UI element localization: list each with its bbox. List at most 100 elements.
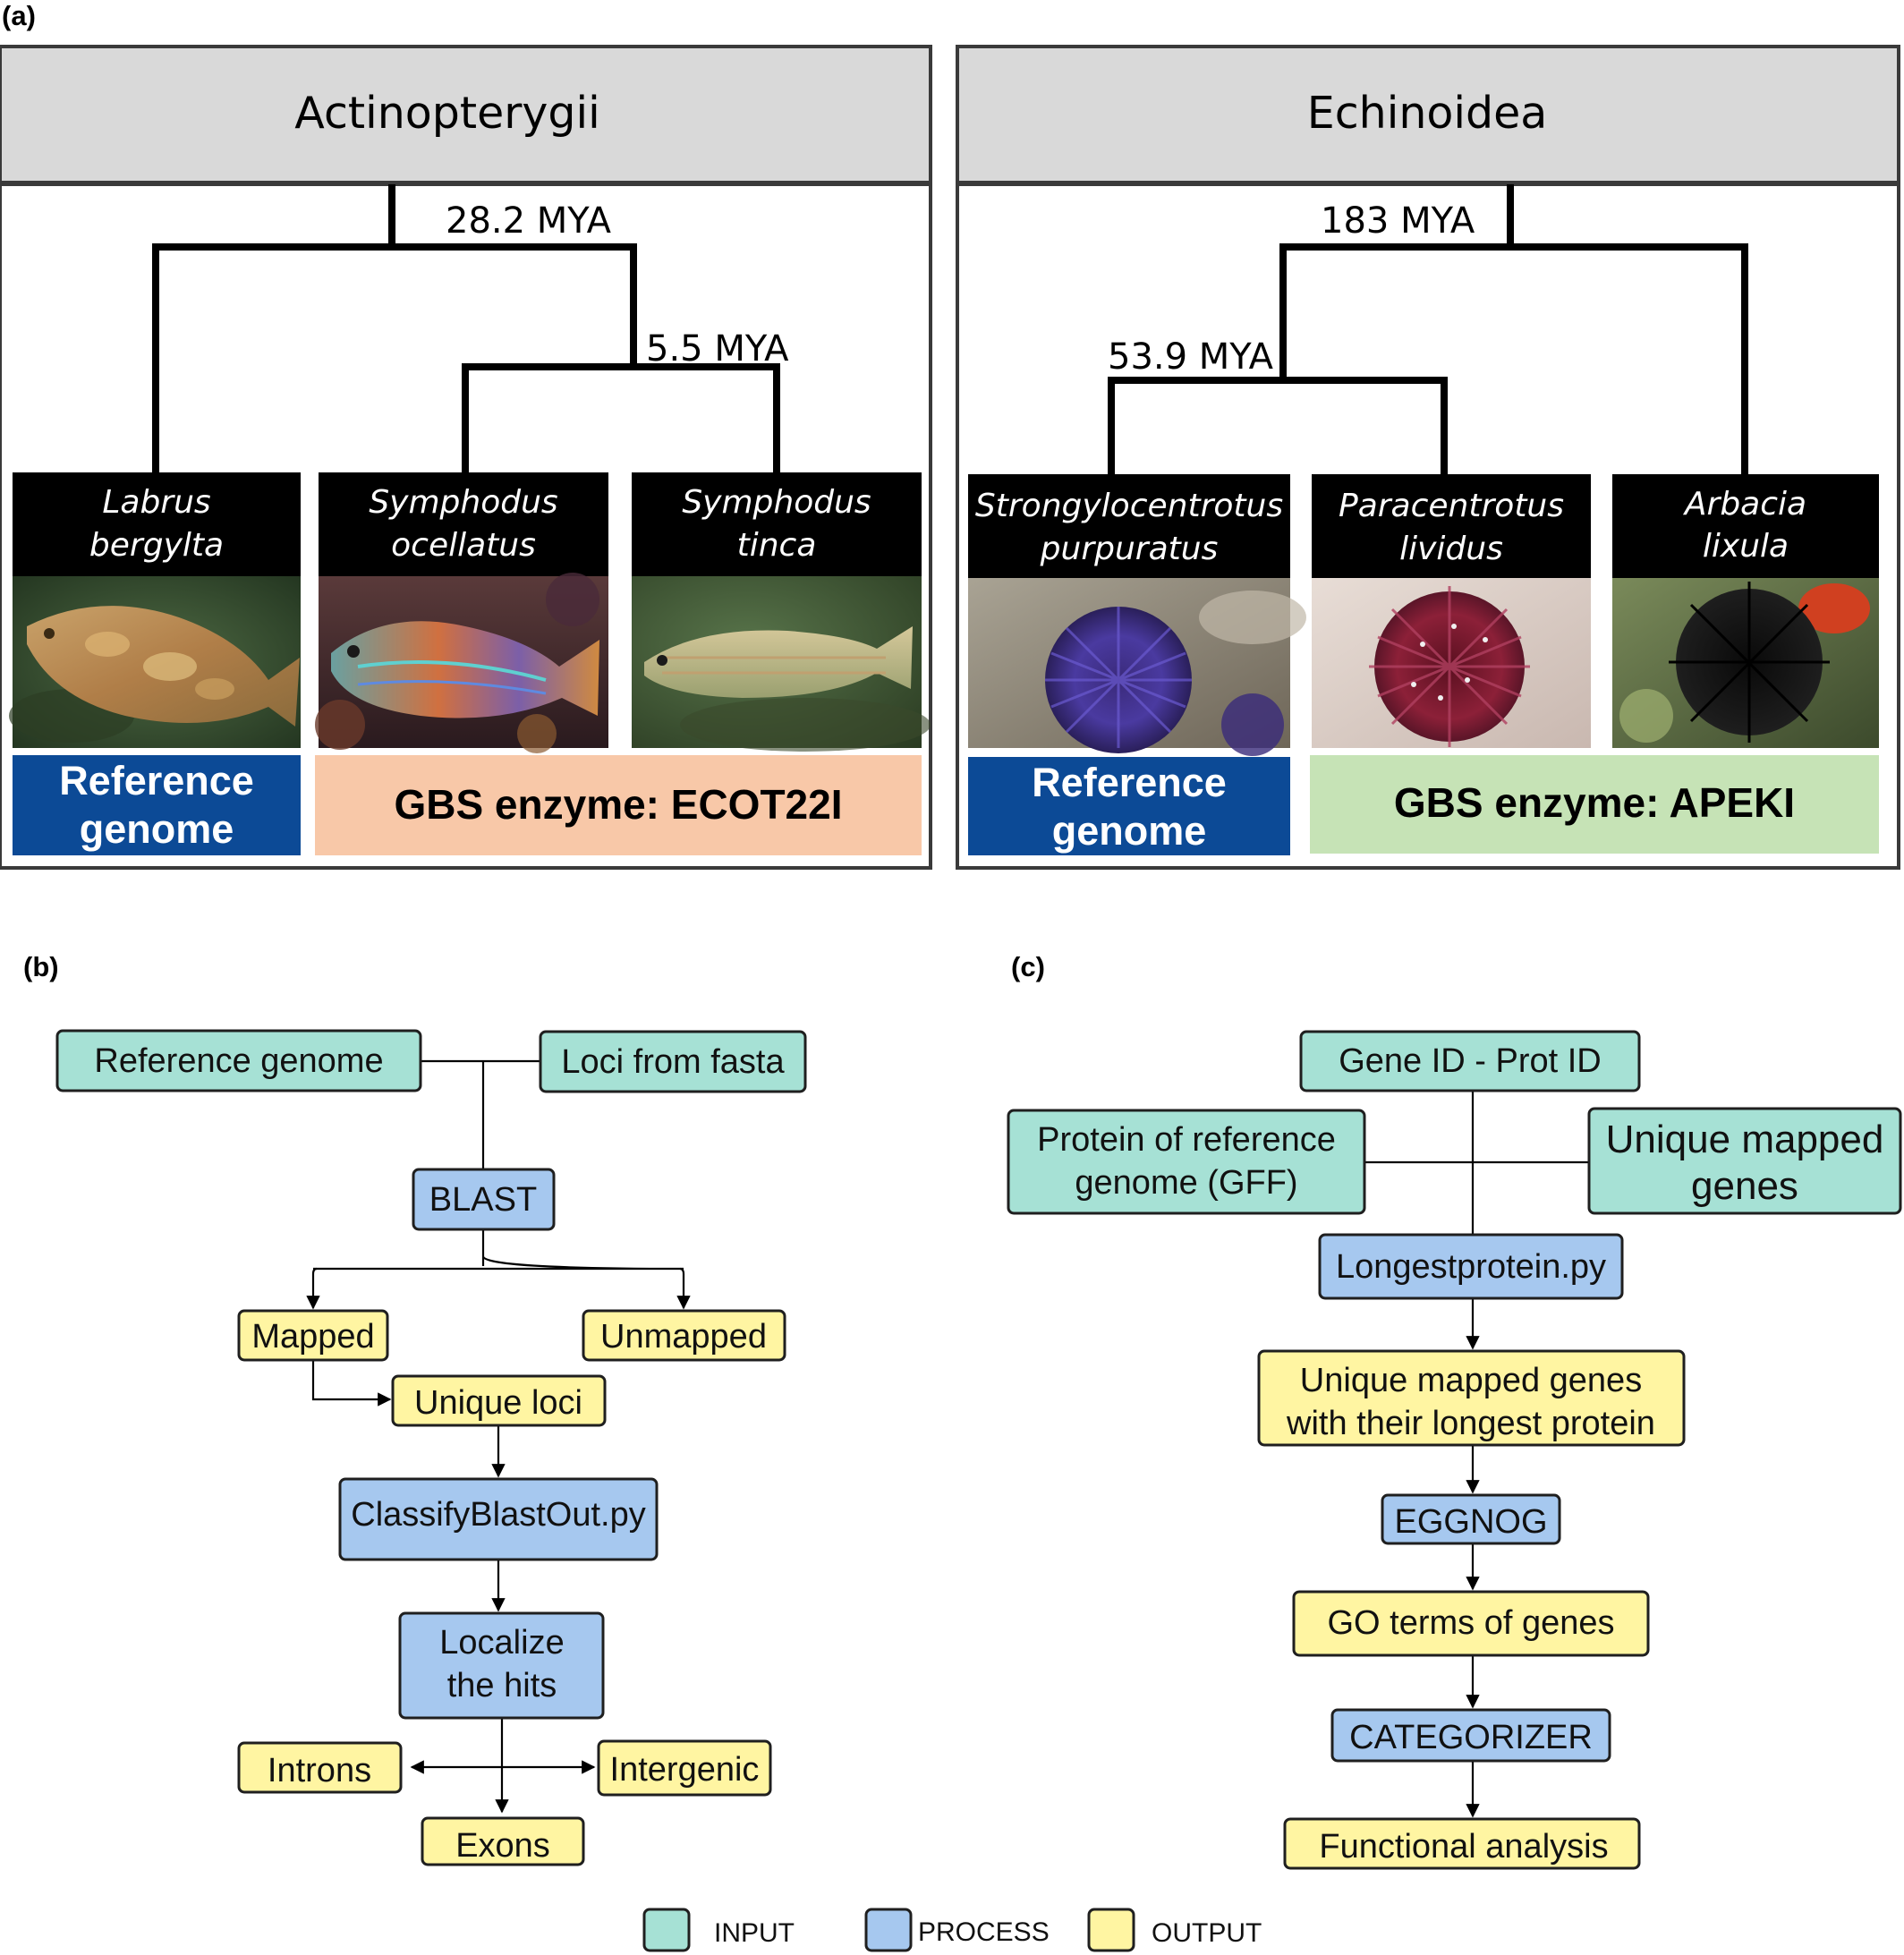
species-name: Strongylocentrotus bbox=[975, 488, 1283, 524]
reference-genome-label: genome bbox=[1052, 808, 1207, 854]
echinoidea-header bbox=[956, 45, 1900, 184]
introns-output bbox=[237, 1741, 403, 1794]
connector bbox=[313, 1229, 684, 1271]
panel-a-actinopterygii: Actinopterygii 28.2 MYA 5.5 MYA Labrus b… bbox=[0, 45, 932, 870]
blast-process bbox=[412, 1168, 556, 1231]
species-name: Labrus bbox=[102, 484, 210, 521]
panel-b-flowchart: Reference genome Loci from fasta BLAST M… bbox=[55, 1029, 807, 1866]
node-label-53-9: 53.9 MYA bbox=[1108, 336, 1274, 378]
longestprotein-process bbox=[1318, 1233, 1624, 1300]
node-text: EGGNOG bbox=[1394, 1503, 1547, 1541]
node-text: with their longest protein bbox=[1286, 1405, 1655, 1442]
node-text: ClassifyBlastOut.py bbox=[351, 1496, 645, 1534]
actinopterygii-title: Actinopterygii bbox=[294, 88, 599, 139]
echinoidea-tree bbox=[1108, 184, 1748, 478]
reference-genome-label: Reference bbox=[1032, 760, 1227, 805]
legend: INPUT PROCESS OUTPUT bbox=[642, 1908, 1262, 1952]
actinopterygii-header bbox=[0, 45, 932, 184]
mapped-output bbox=[237, 1309, 389, 1362]
node-label-28-2: 28.2 MYA bbox=[446, 200, 612, 242]
node-text: Localize bbox=[439, 1624, 564, 1662]
node-text: CATEGORIZER bbox=[1349, 1719, 1593, 1756]
node-text: Loci from fasta bbox=[561, 1043, 785, 1081]
functional-analysis-output bbox=[1283, 1817, 1641, 1870]
species-label-box bbox=[968, 474, 1290, 578]
node-text: genome (GFF) bbox=[1075, 1164, 1297, 1202]
node-text: GO terms of genes bbox=[1327, 1604, 1614, 1642]
classifyblastout-process bbox=[338, 1477, 659, 1561]
reference-genome-box bbox=[13, 755, 301, 855]
localize-hits-process bbox=[398, 1611, 605, 1720]
node-text: Reference genome bbox=[94, 1042, 383, 1080]
node-text: Unique loci bbox=[414, 1384, 582, 1422]
arrow bbox=[311, 1360, 392, 1407]
protein-reference-input bbox=[1007, 1109, 1366, 1215]
species-label-box bbox=[13, 472, 301, 576]
node-text: Intergenic bbox=[610, 1751, 760, 1789]
reference-genome-box bbox=[968, 757, 1290, 855]
panel-b-label: (b) bbox=[23, 951, 59, 982]
species-name: purpuratus bbox=[1040, 531, 1219, 567]
gene-id-prot-id-input bbox=[1299, 1030, 1641, 1092]
species-label-box bbox=[319, 472, 608, 576]
unique-loci-output bbox=[391, 1374, 607, 1427]
reference-genome-label: Reference bbox=[59, 758, 254, 803]
node-text: Unmapped bbox=[600, 1318, 767, 1356]
actinopterygii-tree bbox=[152, 184, 780, 478]
loci-from-fasta-input bbox=[539, 1030, 807, 1093]
species-name: tinca bbox=[737, 527, 817, 564]
node-text: Longestprotein.py bbox=[1336, 1248, 1606, 1286]
sea-urchin-photo bbox=[1312, 578, 1591, 748]
node-text: Exons bbox=[455, 1827, 550, 1865]
legend-input-swatch bbox=[642, 1908, 691, 1952]
node-text: BLAST bbox=[429, 1181, 537, 1219]
node-text: genes bbox=[1691, 1164, 1798, 1208]
gbs-enzyme-box bbox=[1310, 755, 1879, 854]
go-terms-output bbox=[1292, 1590, 1650, 1657]
reference-genome-input bbox=[55, 1029, 422, 1092]
sea-urchin-photo bbox=[1612, 578, 1879, 748]
species-name: Paracentrotus bbox=[1339, 488, 1564, 524]
panel-c-flowchart: Gene ID - Prot ID Protein of reference g… bbox=[1007, 1030, 1902, 1870]
arrow bbox=[676, 1267, 691, 1310]
species-name: Symphodus bbox=[682, 484, 871, 521]
node-text: Protein of reference bbox=[1037, 1121, 1336, 1159]
unique-longest-protein-output bbox=[1257, 1349, 1686, 1447]
sea-urchin-photo bbox=[968, 578, 1306, 756]
exons-output bbox=[421, 1816, 585, 1866]
species-name: Arbacia bbox=[1683, 486, 1806, 523]
fish-photo bbox=[9, 576, 301, 748]
gbs-enzyme-label: GBS enzyme: APEKI bbox=[1394, 779, 1795, 826]
legend-process-swatch bbox=[864, 1908, 913, 1952]
fish-photo bbox=[315, 573, 608, 753]
species-label-box bbox=[1612, 474, 1879, 578]
eggnog-process bbox=[1381, 1493, 1561, 1545]
node-text: the hits bbox=[447, 1667, 557, 1704]
legend-output-swatch bbox=[1087, 1908, 1135, 1952]
unique-mapped-genes-input bbox=[1587, 1107, 1902, 1215]
node-label-5-5: 5.5 MYA bbox=[646, 328, 789, 370]
node-label-183: 183 MYA bbox=[1321, 200, 1475, 242]
species-name: lixula bbox=[1703, 528, 1789, 565]
gbs-enzyme-label: GBS enzyme: ECOT22I bbox=[394, 781, 842, 828]
species-name: Symphodus bbox=[369, 484, 557, 521]
unmapped-output bbox=[582, 1309, 786, 1362]
connector bbox=[421, 1059, 540, 1169]
panel-c-label: (c) bbox=[1011, 951, 1045, 982]
node-text: Gene ID - Prot ID bbox=[1339, 1042, 1602, 1080]
species-label-box bbox=[1312, 474, 1591, 578]
node-text: Functional analysis bbox=[1319, 1828, 1608, 1866]
species-label-box bbox=[632, 472, 922, 576]
node-text: Unique mapped bbox=[1606, 1118, 1884, 1161]
panel-a-label: (a) bbox=[2, 0, 36, 31]
node-text: Introns bbox=[268, 1752, 371, 1789]
reference-genome-label: genome bbox=[80, 806, 234, 852]
species-name: lividus bbox=[1399, 531, 1503, 567]
legend-input-label: INPUT bbox=[714, 1918, 795, 1948]
fish-photo bbox=[632, 576, 931, 752]
actinopterygii-frame bbox=[0, 183, 932, 870]
echinoidea-title: Echinoidea bbox=[1307, 88, 1548, 139]
node-text: Mapped bbox=[251, 1318, 374, 1356]
arrow bbox=[306, 1267, 320, 1310]
